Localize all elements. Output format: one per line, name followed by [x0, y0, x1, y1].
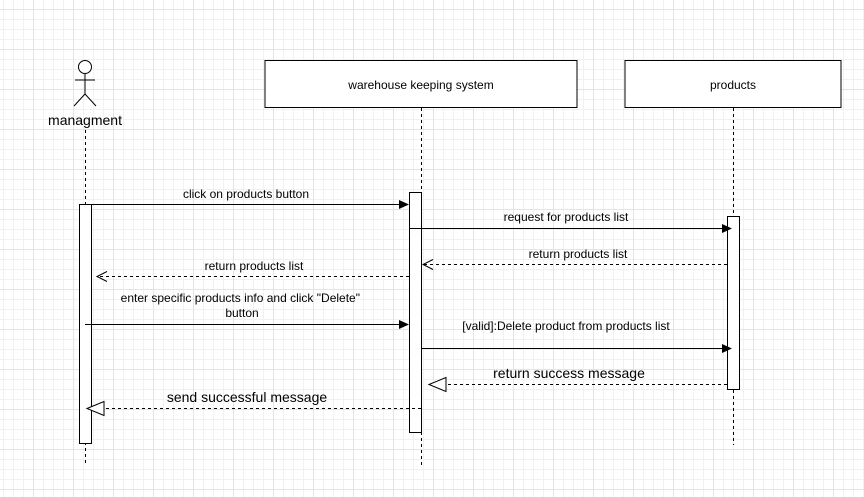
- arrowhead-open-icon: [95, 271, 108, 282]
- message-label: [valid]:Delete product from products lis…: [462, 319, 670, 333]
- arrowhead-filled-icon: [722, 224, 732, 233]
- message-label: return products list: [205, 259, 304, 273]
- message-label: request for products list: [504, 210, 629, 224]
- message-label-line-2: button: [225, 306, 258, 320]
- message-label-line-1: enter specific products info and click "…: [121, 291, 360, 305]
- actor-label: managment: [48, 112, 122, 128]
- participant-warehouse-keeping-system[interactable]: warehouse keeping system: [264, 60, 578, 108]
- message-valid-delete-product[interactable]: [valid]:Delete product from products lis…: [421, 319, 732, 353]
- message-return-success-message[interactable]: return success message: [427, 365, 727, 393]
- arrowhead-open-icon: [421, 259, 434, 270]
- activation-bar-warehouse-keeping-system: [409, 192, 422, 433]
- participant-box: [264, 60, 578, 108]
- message-enter-specific-products-info[interactable]: enter specific products info and click "…: [85, 291, 409, 329]
- actor-managment[interactable]: managment: [48, 60, 122, 129]
- activation-bar-products: [727, 216, 740, 390]
- message-label: click on products button: [183, 187, 309, 201]
- arrowhead-hollow-icon: [427, 376, 447, 393]
- message-return-products-list-to-system[interactable]: return products list: [421, 247, 727, 270]
- message-request-for-products-list[interactable]: request for products list: [409, 210, 732, 233]
- message-return-products-list-to-managment[interactable]: return products list: [95, 259, 409, 282]
- arrowhead-filled-icon: [399, 320, 409, 329]
- arrowhead-filled-icon: [399, 200, 409, 209]
- message-label: send successful message: [167, 389, 328, 405]
- participant-label: products: [710, 78, 756, 92]
- message-send-successful-message[interactable]: send successful message: [85, 389, 421, 417]
- participant-box: [624, 60, 842, 108]
- participant-products[interactable]: products: [624, 60, 842, 108]
- participant-label: warehouse keeping system: [347, 78, 493, 92]
- arrowhead-filled-icon: [722, 344, 732, 353]
- actor-head-icon: [78, 60, 92, 74]
- message-label: return products list: [529, 247, 628, 261]
- arrowhead-hollow-icon: [85, 400, 105, 417]
- actor-left-leg: [73, 93, 86, 107]
- actor-right-leg: [84, 93, 97, 107]
- message-label: enter specific products info and click "…: [121, 291, 364, 320]
- message-label: return success message: [493, 365, 645, 381]
- message-click-on-products-button[interactable]: click on products button: [91, 187, 409, 209]
